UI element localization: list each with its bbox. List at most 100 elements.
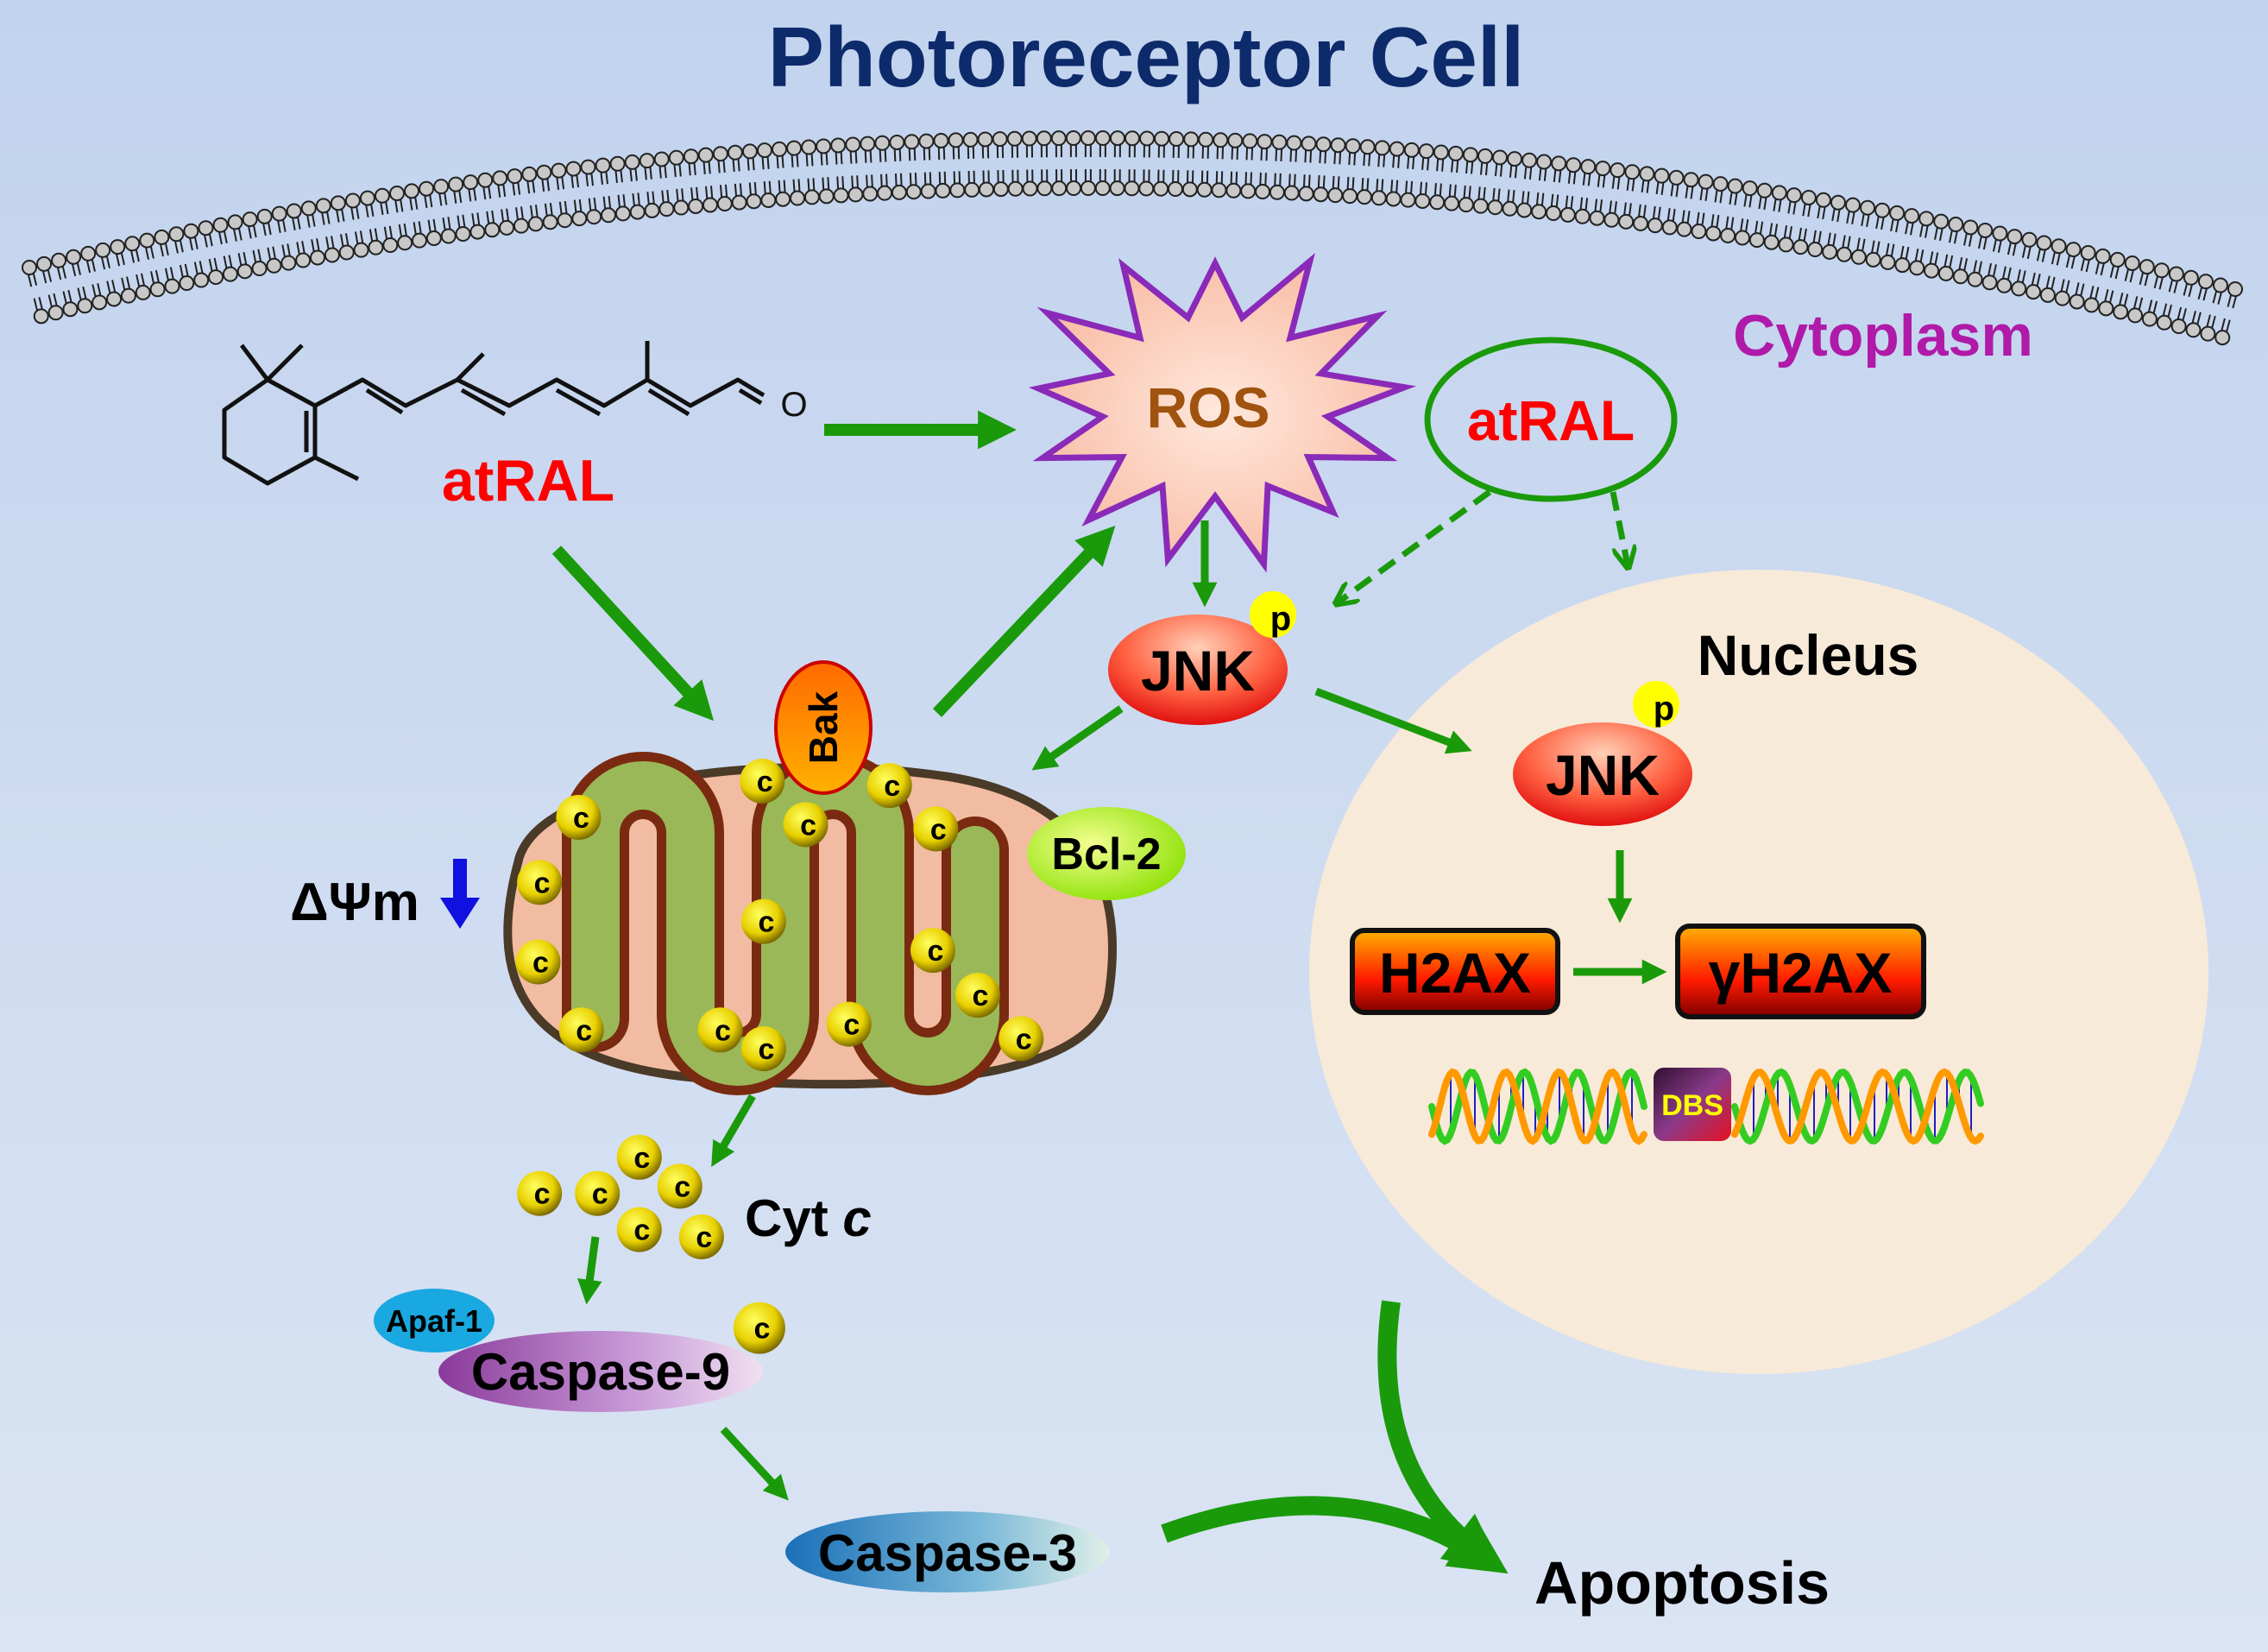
lipid-head xyxy=(2197,274,2214,290)
lipid-head xyxy=(51,252,67,268)
lipid-head xyxy=(2200,325,2216,342)
lipid-head xyxy=(106,291,123,307)
lipid-head xyxy=(1836,246,1852,262)
lipid-head xyxy=(404,183,420,199)
lipid-head xyxy=(1661,219,1678,236)
lipid-head xyxy=(1211,182,1227,199)
cytochrome-c-label: c xyxy=(633,1142,650,1175)
lipid-head xyxy=(1844,197,1861,213)
lipid-head xyxy=(1574,208,1591,224)
lipid-head xyxy=(1138,180,1155,197)
lipid-head xyxy=(374,187,390,204)
lipid-head xyxy=(2212,277,2228,293)
lipid-head xyxy=(1283,185,1300,201)
lipid-head xyxy=(1109,180,1125,197)
atral-label: atRAL xyxy=(442,448,614,514)
lipid-head xyxy=(1603,211,1620,228)
lipid-head xyxy=(801,139,817,155)
cytochrome-c-sphere xyxy=(517,1170,563,1216)
dna-helix xyxy=(1428,1068,1984,1145)
lipid-head xyxy=(66,249,82,265)
lipid-head xyxy=(1167,180,1183,197)
lipid-head xyxy=(760,192,777,208)
lipid-head xyxy=(1472,198,1489,214)
lipid-head xyxy=(639,153,655,169)
lipid-head xyxy=(492,170,508,186)
lipid-head xyxy=(874,135,891,151)
lipid-head xyxy=(962,131,979,148)
ros-label: ROS xyxy=(1146,375,1269,439)
lipid-head xyxy=(124,236,141,252)
lipid-head xyxy=(904,134,920,150)
lipid-head xyxy=(1948,217,1964,233)
cytochrome-c-sphere xyxy=(954,973,1000,1018)
lipid-head xyxy=(609,155,626,172)
cytochrome-c-sphere xyxy=(616,1207,662,1252)
lipid-head xyxy=(212,217,229,233)
lipid-head xyxy=(1981,274,1998,291)
lipid-head xyxy=(1639,166,1655,182)
dna-strand xyxy=(1731,1068,1984,1145)
lipid-head xyxy=(499,219,515,236)
lipid-head xyxy=(1269,184,1285,200)
lipid-head xyxy=(1996,277,2013,293)
cytochrome-c-label: c xyxy=(674,1170,690,1203)
lipid-head xyxy=(716,195,733,211)
lipid-head xyxy=(757,142,772,159)
lipid-head xyxy=(1359,139,1376,155)
lipid-head xyxy=(2168,266,2184,282)
lipid-head xyxy=(877,185,893,201)
lipid-head xyxy=(2153,262,2170,279)
lipid-head xyxy=(1536,154,1553,170)
lipid-head xyxy=(1036,130,1052,147)
lipid-head xyxy=(1066,180,1082,197)
lipid-head xyxy=(1705,225,1722,242)
lipid-head xyxy=(629,204,646,220)
cytochrome-c-sphere xyxy=(575,1170,621,1216)
lipid-head xyxy=(1022,180,1038,197)
lipid-head xyxy=(1633,215,1649,231)
lipid-head xyxy=(818,188,835,205)
lipid-head xyxy=(300,200,317,217)
lipid-head xyxy=(2080,244,2096,261)
lipid-head xyxy=(295,252,312,268)
lipid-head xyxy=(1124,180,1140,197)
lipid-head xyxy=(183,223,199,239)
cytochrome-c-sphere xyxy=(515,939,561,985)
phospho-badge-nuclear xyxy=(1633,681,1679,728)
lipid-head xyxy=(36,255,53,272)
cytochrome-c-label: c xyxy=(757,766,773,798)
lipid-head xyxy=(477,172,494,188)
lipid-head xyxy=(790,190,806,206)
lipid-head xyxy=(2069,293,2085,310)
phospho-badge-cyto xyxy=(1250,591,1296,638)
lipid-head xyxy=(1502,200,1518,217)
lipid-head xyxy=(242,211,258,228)
lipid-head xyxy=(1712,176,1729,192)
cytochrome-c-sphere xyxy=(826,1001,872,1047)
lipid-head xyxy=(845,136,861,153)
lipid-head xyxy=(1487,199,1503,216)
lipid-head xyxy=(330,195,346,211)
lipid-head xyxy=(2021,231,2038,248)
lipid-head xyxy=(949,182,966,199)
lipid-head xyxy=(571,211,588,227)
bcl2-protein xyxy=(1027,807,1186,900)
lipid-head xyxy=(1962,219,1979,236)
lipid-head xyxy=(891,184,907,200)
lipid-head xyxy=(905,184,922,200)
arrow-atral-to-mito xyxy=(551,545,715,722)
lipid-head xyxy=(1400,192,1416,208)
lipid-head xyxy=(91,294,108,311)
lipid-head xyxy=(1403,142,1420,158)
lipid-head xyxy=(2124,255,2140,271)
lipid-head xyxy=(2007,229,2023,245)
lipid-head xyxy=(22,260,37,275)
lipid-head xyxy=(95,242,111,258)
arrow-jnk-to-nuclear-jnk xyxy=(1314,687,1472,754)
lipid-head xyxy=(47,305,64,321)
lipid-head xyxy=(1356,189,1372,205)
jnk-nuclear xyxy=(1513,722,1692,826)
lipid-head xyxy=(1933,213,1950,230)
